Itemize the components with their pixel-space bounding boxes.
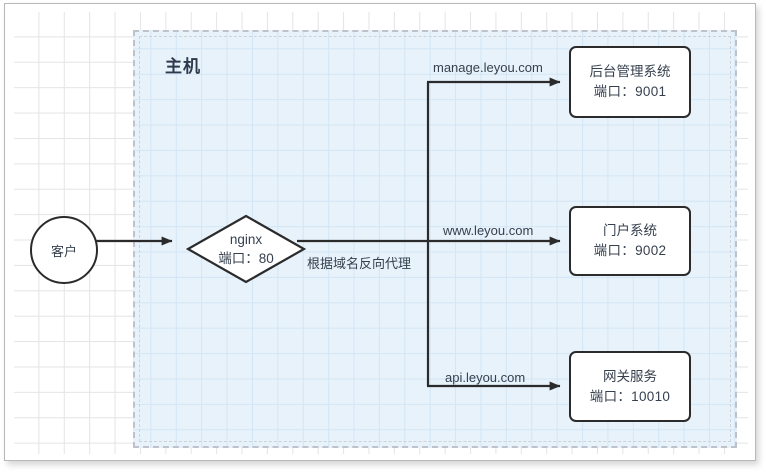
canvas-grid-surface: 主机: [14, 12, 748, 454]
edge-label-manage-domain: manage.leyou.com: [433, 60, 543, 75]
canvas-frame: 主机: [4, 3, 756, 461]
node-admin-system-label-line2: 端口：9001: [593, 84, 667, 99]
node-gateway-service[interactable]: 网关服务 端口：10010: [569, 351, 691, 422]
node-portal-system-label-line2: 端口：9002: [593, 243, 667, 258]
node-client[interactable]: 客户: [30, 216, 98, 284]
node-gateway-service-label-line2: 端口：10010: [589, 388, 671, 404]
node-gateway-service-label-line1: 网关服务: [603, 368, 657, 384]
node-nginx[interactable]: nginx 端口：80: [185, 214, 307, 284]
node-portal-system[interactable]: 门户系统 端口：9002: [569, 206, 691, 276]
node-admin-system-label-line1: 后台管理系统: [589, 64, 671, 79]
edge-label-www-domain: www.leyou.com: [443, 223, 534, 238]
host-container-title: 主机: [165, 57, 201, 76]
diamond-shape: [185, 214, 307, 284]
node-client-label: 客户: [50, 243, 77, 259]
node-admin-system[interactable]: 后台管理系统 端口：9001: [569, 46, 691, 118]
edge-label-reverse-proxy: 根据域名反向代理: [307, 256, 412, 271]
edge-label-api-domain: api.leyou.com: [445, 370, 526, 385]
node-portal-system-label-line1: 门户系统: [603, 223, 657, 238]
